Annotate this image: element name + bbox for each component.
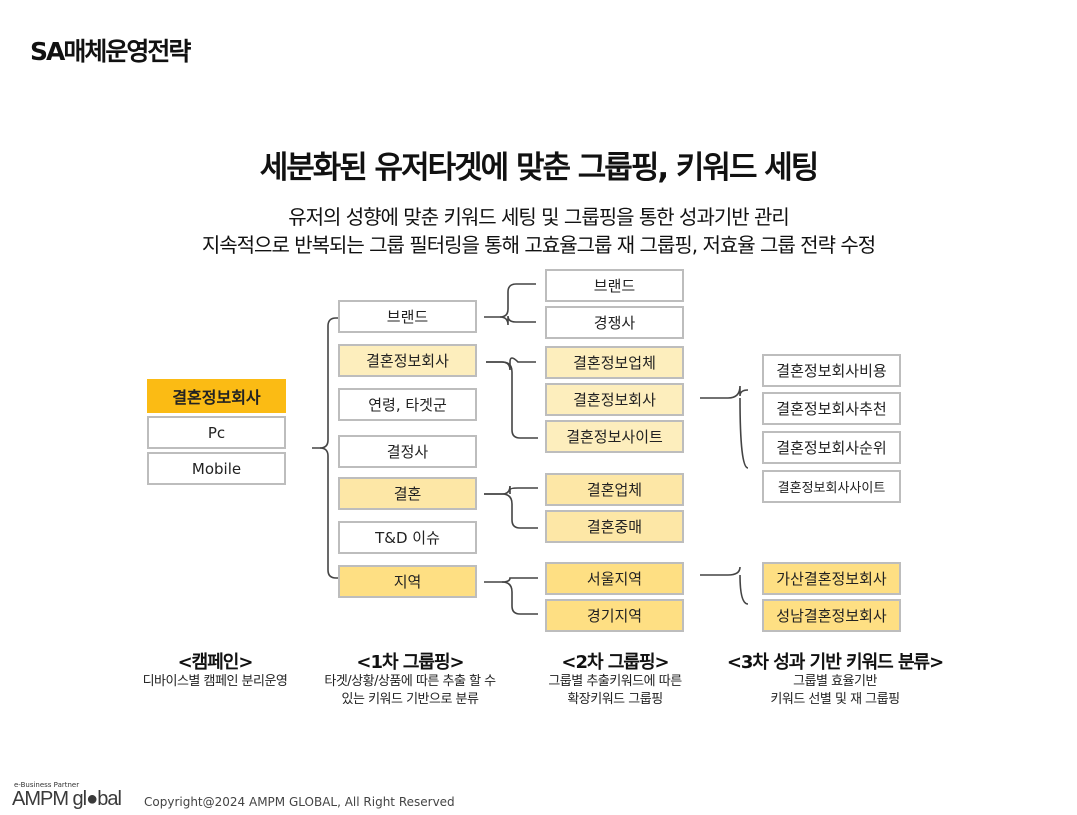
group1-brand: 브랜드 — [338, 300, 477, 333]
group1-matchmaker: 결정사 — [338, 435, 477, 468]
group1-marriage-info: 결혼정보회사 — [338, 344, 477, 377]
page-title: SA매체운영전략 — [30, 37, 191, 66]
group3-recommend: 결혼정보회사추천 — [762, 392, 901, 425]
subtitle-line-1: 유저의 성향에 맞춘 키워드 세팅 및 그룹핑을 통한 성과기반 관리 — [288, 205, 790, 229]
group2-marriage-broker: 결혼중매 — [545, 510, 684, 543]
group2-seoul: 서울지역 — [545, 562, 684, 595]
caption-group1-desc: 타겟/상황/상품에 따른 추출 할 수 있는 키워드 기반으로 분류 — [324, 674, 496, 707]
group3-gasan: 가산결혼정보회사 — [762, 562, 901, 595]
subtitle-line-2: 지속적으로 반복되는 그룹 필터링을 통해 고효율그룹 재 그룹핑, 저효율 그… — [201, 233, 876, 257]
caption-group3-title: <3차 성과 기반 키워드 분류> — [726, 652, 944, 673]
caption-campaign-desc: 디바이스별 캠페인 분리운영 — [142, 674, 288, 689]
group2-marriage-info-site: 결혼정보사이트 — [545, 420, 684, 453]
group2-gyeonggi: 경기지역 — [545, 599, 684, 632]
campaign-device-pc: Pc — [147, 416, 286, 449]
campaign-device-mobile: Mobile — [147, 452, 286, 485]
ampm-logo: AMPM gl●bal — [12, 788, 122, 810]
caption-campaign-title: <캠페인> — [177, 652, 254, 673]
group2-marriage-info-company: 결혼정보업체 — [545, 346, 684, 379]
group3-ranking: 결혼정보회사순위 — [762, 431, 901, 464]
group1-age-target: 연령, 타겟군 — [338, 388, 477, 421]
group1-region: 지역 — [338, 565, 477, 598]
group3-seongnam: 성남결혼정보회사 — [762, 599, 901, 632]
caption-group2-desc: 그룹별 추출키워드에 따른 확장키워드 그룹핑 — [548, 674, 682, 707]
group1-marriage: 결혼 — [338, 477, 477, 510]
caption-group1-title: <1차 그룹핑> — [356, 652, 464, 673]
group2-marriage-info-firm: 결혼정보회사 — [545, 383, 684, 416]
group2-competitor: 경쟁사 — [545, 306, 684, 339]
group1-td-issue: T&D 이슈 — [338, 521, 477, 554]
footer-partner: e-Business Partner — [14, 781, 80, 789]
headline: 세분화된 유저타겟에 맞춘 그룹핑, 키워드 세팅 — [259, 150, 820, 186]
caption-group2-title: <2차 그룹핑> — [561, 652, 669, 673]
campaign-title-box: 결혼정보회사 — [147, 379, 286, 413]
group2-marriage-company: 결혼업체 — [545, 473, 684, 506]
footer-copyright: Copyright@2024 AMPM GLOBAL, All Right Re… — [144, 795, 455, 809]
group3-site: 결혼정보회사사이트 — [762, 470, 901, 503]
group2-brand: 브랜드 — [545, 269, 684, 302]
caption-group3-desc: 그룹별 효율기반 키워드 선별 및 재 그룹핑 — [770, 674, 900, 707]
group3-cost: 결혼정보회사비용 — [762, 354, 901, 387]
